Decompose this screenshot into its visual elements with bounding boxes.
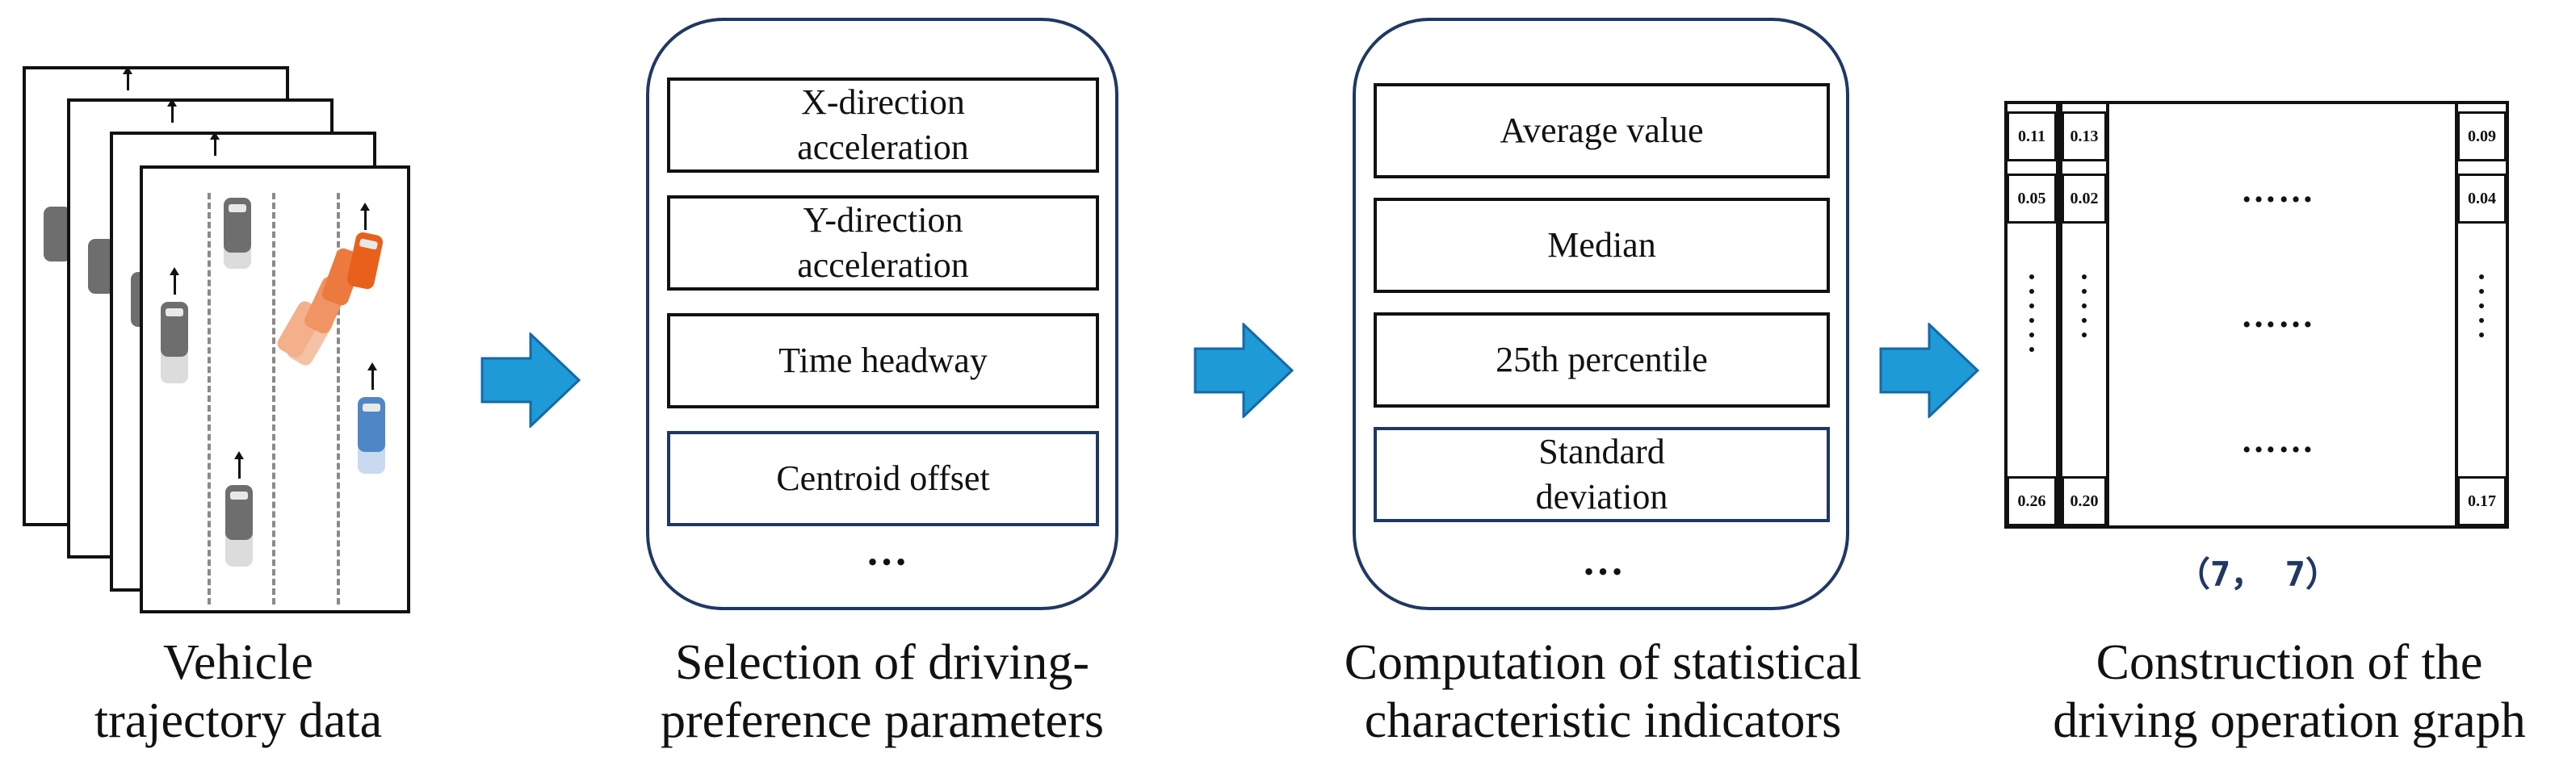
lane-divider xyxy=(337,193,340,605)
param-box-time-headway: Time headway xyxy=(667,313,1099,408)
indicator-ellipsis: … xyxy=(1582,538,1626,584)
vertical-ellipsis xyxy=(2082,274,2087,347)
up-arrow-icon xyxy=(210,132,220,156)
right-arrow-icon xyxy=(1194,323,1294,418)
indicator-panel: Average value Median 25th percentile Sta… xyxy=(1353,18,1849,610)
param-box-x-acceleration: X-direction acceleration xyxy=(667,77,1099,173)
car-icon xyxy=(346,231,384,291)
param-box-centroid-offset: Centroid offset xyxy=(667,431,1099,526)
car-icon xyxy=(358,397,385,452)
graph-column-1 xyxy=(2004,101,2059,529)
up-arrow-icon xyxy=(234,451,244,479)
vertical-ellipsis xyxy=(2029,274,2034,362)
car-icon xyxy=(225,485,253,540)
graph-column-last xyxy=(2455,101,2509,529)
graph-cell: 0.05 xyxy=(2007,174,2057,224)
stage1-caption: Vehicle trajectory data xyxy=(94,635,383,748)
up-arrow-icon xyxy=(360,203,370,230)
lane-divider xyxy=(208,193,211,605)
up-arrow-icon xyxy=(167,98,177,123)
indicator-box-average: Average value xyxy=(1374,83,1830,178)
right-arrow-icon xyxy=(1879,323,1980,418)
horizontal-ellipsis: …… xyxy=(2241,295,2315,335)
up-arrow-icon xyxy=(170,267,179,295)
graph-cell: 0.04 xyxy=(2457,174,2507,224)
graph-cell: 0.20 xyxy=(2062,476,2107,526)
horizontal-ellipsis: …… xyxy=(2241,420,2315,460)
indicator-box-standard-deviation: Standard deviation xyxy=(1374,427,1830,522)
lane-divider xyxy=(272,193,275,605)
graph-dimension-label: （7， 7） xyxy=(2176,554,2339,594)
graph-column-2 xyxy=(2059,101,2109,529)
car-icon xyxy=(161,302,188,357)
parameter-panel: X-direction acceleration Y-direction acc… xyxy=(646,18,1118,610)
indicator-box-25th-percentile: 25th percentile xyxy=(1374,312,1830,408)
car-icon xyxy=(224,198,251,253)
stage2-caption: Selection of driving- preference paramet… xyxy=(661,635,1104,748)
car-icon xyxy=(44,207,71,261)
graph-cell: 0.02 xyxy=(2062,174,2107,224)
graph-cell: 0.09 xyxy=(2457,111,2507,161)
up-arrow-icon xyxy=(123,66,132,90)
trajectory-sheet-front xyxy=(140,165,410,613)
right-arrow-icon xyxy=(480,333,581,428)
graph-cell: 0.13 xyxy=(2062,111,2107,161)
stage3-caption: Computation of statistical characteristi… xyxy=(1344,635,1862,748)
param-box-y-acceleration: Y-direction acceleration xyxy=(667,195,1099,291)
horizontal-ellipsis: …… xyxy=(2241,170,2315,210)
indicator-box-median: Median xyxy=(1374,198,1830,293)
up-arrow-icon xyxy=(367,362,377,390)
stage4-caption: Construction of the driving operation gr… xyxy=(2053,635,2526,748)
graph-cell: 0.26 xyxy=(2007,476,2057,526)
param-ellipsis: … xyxy=(866,529,909,575)
graph-cell: 0.17 xyxy=(2457,476,2507,526)
graph-cell: 0.11 xyxy=(2007,111,2057,161)
vertical-ellipsis xyxy=(2479,274,2484,347)
